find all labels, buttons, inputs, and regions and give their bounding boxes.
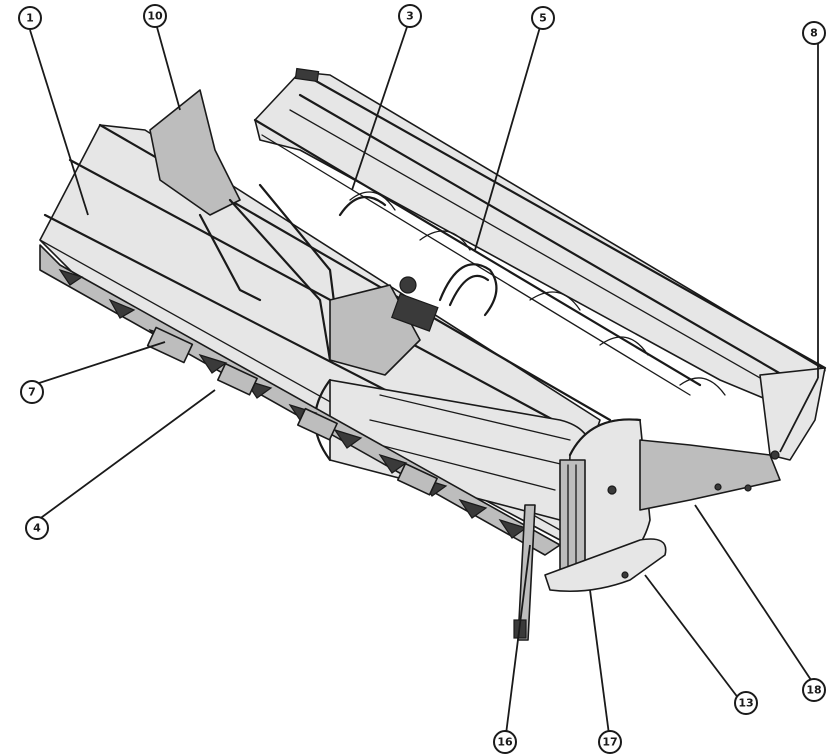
callout-13: 13 — [734, 691, 758, 715]
callout-7: 7 — [20, 380, 44, 404]
side-bracket — [639, 367, 826, 511]
machine-illustration — [39, 67, 827, 641]
gearbox-mast — [149, 89, 439, 376]
svg-text:10: 10 — [147, 10, 163, 23]
svg-text:3: 3 — [406, 10, 414, 23]
svg-text:8: 8 — [810, 27, 818, 40]
svg-text:4: 4 — [33, 522, 41, 535]
callout-8: 8 — [802, 21, 826, 45]
callouts: 1 10 3 5 8 7 4 16 — [18, 4, 826, 754]
callout-4: 4 — [25, 516, 49, 540]
callout-18: 18 — [802, 678, 826, 702]
leader-lines — [29, 19, 819, 743]
svg-text:13: 13 — [738, 697, 753, 710]
callout-3: 3 — [398, 4, 422, 28]
svg-text:16: 16 — [497, 736, 513, 749]
svg-text:17: 17 — [602, 736, 617, 749]
svg-text:5: 5 — [539, 12, 547, 25]
callout-1: 1 — [18, 6, 42, 30]
tine-row — [39, 244, 561, 556]
callout-5: 5 — [531, 6, 555, 30]
svg-text:18: 18 — [806, 684, 821, 697]
side-drive-cover — [559, 418, 651, 581]
callout-16: 16 — [493, 730, 517, 754]
rotor-housing — [39, 123, 726, 541]
svg-text:1: 1 — [26, 12, 34, 25]
callout-10: 10 — [143, 4, 167, 28]
top-frame — [253, 67, 827, 406]
callout-17: 17 — [598, 730, 622, 754]
skid-shoe — [544, 538, 667, 592]
svg-text:7: 7 — [28, 386, 36, 399]
